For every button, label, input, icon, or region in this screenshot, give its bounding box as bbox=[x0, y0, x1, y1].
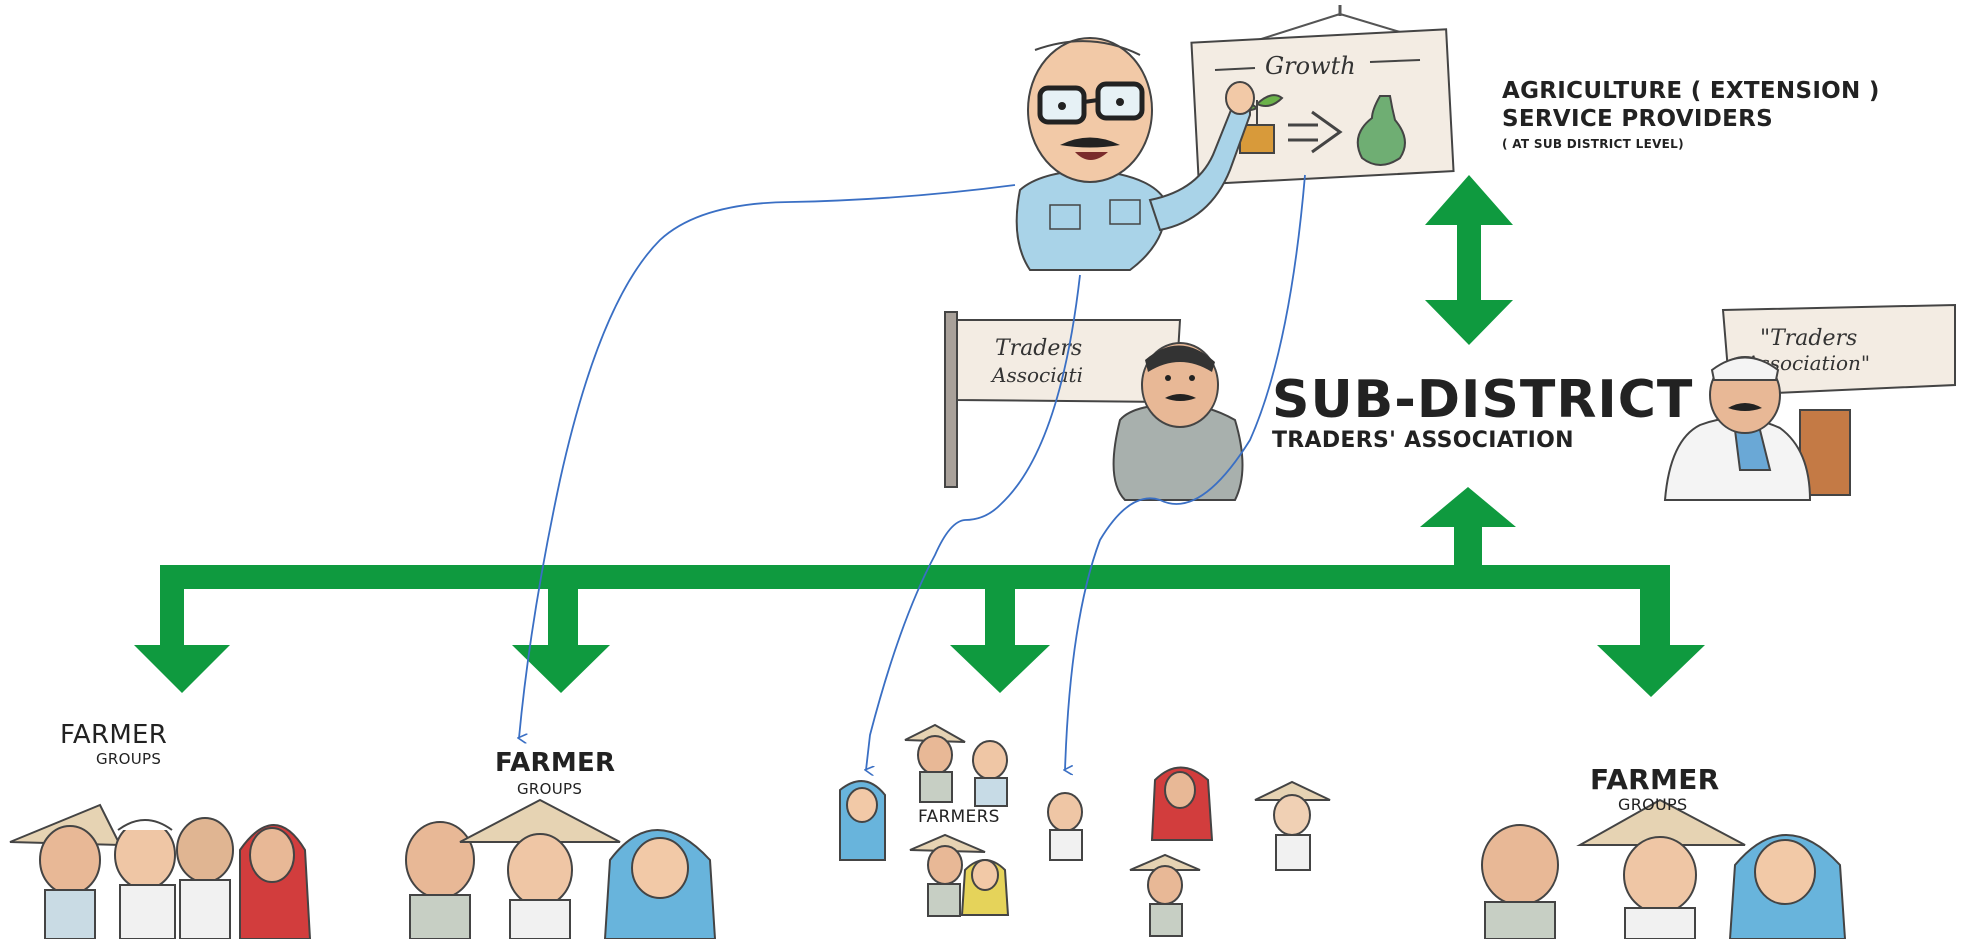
bidirectional-arrow bbox=[1425, 175, 1513, 345]
group-2-title: FARMER bbox=[495, 748, 616, 778]
provider-label-line1: AGRICULTURE ( EXTENSION ) bbox=[1502, 78, 1880, 104]
group-2-subtitle: GROUPS bbox=[517, 780, 583, 798]
farmer-group-4-illustration bbox=[1481, 798, 1847, 939]
group-4-title: FARMER bbox=[1590, 763, 1720, 796]
provider-label-line2: SERVICE PROVIDERS bbox=[1502, 106, 1773, 132]
down-arrow-4 bbox=[1597, 645, 1705, 697]
trader-sign-left-line2: Associati bbox=[990, 363, 1083, 387]
distribution-arrows bbox=[134, 487, 1705, 697]
up-arrow bbox=[1420, 487, 1516, 570]
group-4-subtitle: GROUPS bbox=[1618, 795, 1688, 814]
horizontal-bar bbox=[160, 565, 1670, 589]
connector-lines bbox=[519, 174, 1306, 770]
farmers-label: FARMERS bbox=[918, 807, 1000, 827]
connector-1 bbox=[519, 184, 1016, 738]
group-1-subtitle: GROUPS bbox=[96, 750, 162, 768]
connector-2 bbox=[866, 274, 1081, 770]
farmer-group-1-illustration bbox=[9, 803, 312, 939]
farmer-group-2-illustration bbox=[405, 798, 717, 939]
down-arrow-2 bbox=[512, 645, 610, 693]
farmers-scattered-illustration bbox=[839, 723, 1331, 937]
down-arrow-1 bbox=[134, 645, 230, 693]
trader-right-illustration: "Traders Association" bbox=[1663, 303, 1956, 501]
extension-officer-illustration: Growth bbox=[1015, 5, 1455, 271]
down-arrow-3 bbox=[950, 645, 1050, 693]
trader-sign-right-line1: "Traders bbox=[1760, 326, 1857, 351]
traders-title: SUB-DISTRICT bbox=[1272, 370, 1694, 430]
traders-subtitle: TRADERS' ASSOCIATION bbox=[1272, 428, 1574, 453]
provider-label-line3: ( AT SUB DISTRICT LEVEL) bbox=[1502, 137, 1684, 151]
trader-left-illustration: Traders Associati bbox=[944, 311, 1244, 501]
group-1-title: FARMER bbox=[60, 720, 168, 750]
growth-sign-title: Growth bbox=[1265, 52, 1356, 80]
connector-3 bbox=[1065, 174, 1306, 770]
